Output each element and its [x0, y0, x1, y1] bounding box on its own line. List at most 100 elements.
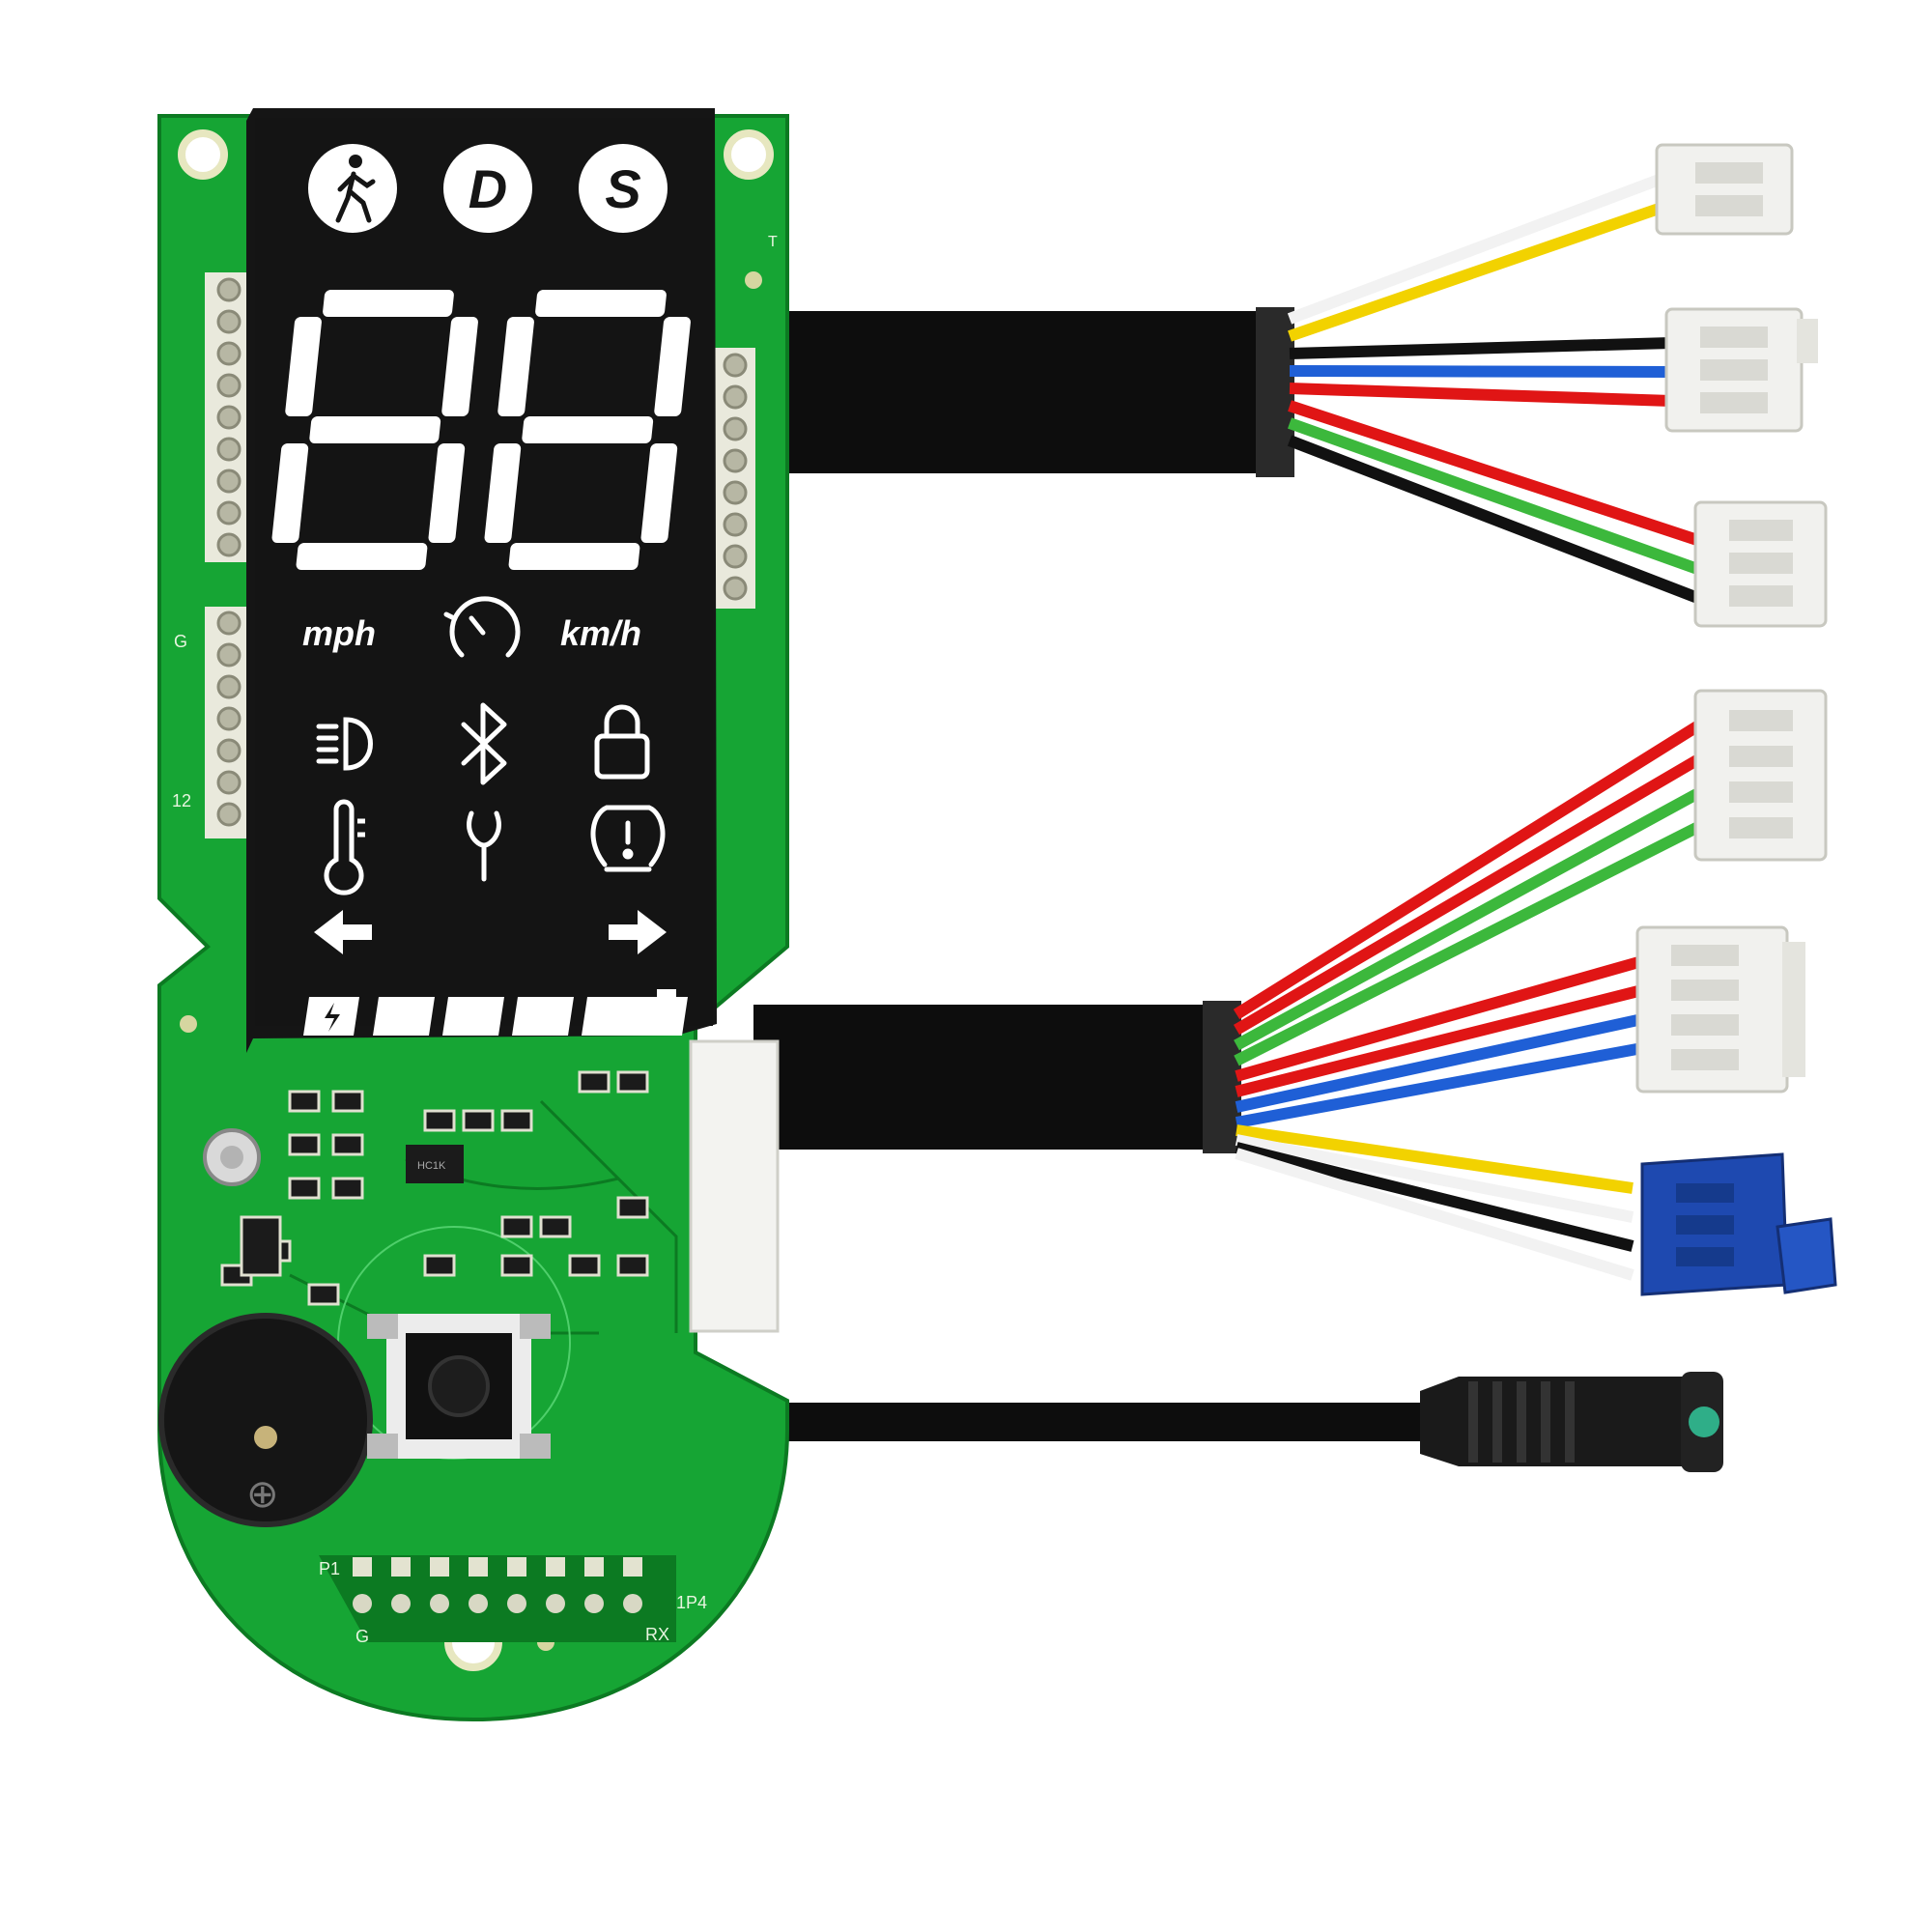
- header-pin: [723, 416, 748, 441]
- header-pin: [216, 738, 242, 763]
- test-pad: [353, 1594, 372, 1613]
- bluetooth-icon: [461, 702, 507, 785]
- digit-segment: [484, 443, 522, 543]
- smd-component: [462, 1109, 495, 1132]
- pcb-label-rx: RX: [645, 1625, 669, 1644]
- digit-segment: [441, 317, 478, 416]
- smd-component: [500, 1109, 533, 1132]
- smd-component: [423, 1109, 456, 1132]
- round-connector-pins: [1689, 1406, 1719, 1437]
- digit-segment: [654, 317, 691, 416]
- walking-person-icon: [335, 155, 376, 223]
- test-pad: [584, 1594, 604, 1613]
- smd-pad: [546, 1557, 565, 1577]
- smd-pad: [623, 1557, 642, 1577]
- smd-component: [616, 1254, 649, 1277]
- svg-text:⊕: ⊕: [246, 1473, 279, 1516]
- smd-component: [288, 1133, 321, 1156]
- push-button: [428, 1355, 490, 1417]
- smd-pad: [353, 1557, 372, 1577]
- header-pin: [723, 448, 748, 473]
- wrench-icon: [467, 810, 501, 882]
- test-pad: [391, 1594, 411, 1613]
- battery-segment: [442, 997, 504, 1036]
- battery-segment: [373, 997, 435, 1036]
- left-arrow-icon: [314, 910, 372, 954]
- smd-component: [616, 1196, 649, 1219]
- connector-white-2pin-a: [1655, 143, 1794, 236]
- pcb-label-1p4: 1P4: [676, 1593, 707, 1612]
- pcb-label-12: 12: [172, 791, 191, 810]
- mode-s-label: S: [605, 158, 640, 219]
- header-pin: [216, 674, 242, 699]
- mode-s-button: [579, 144, 668, 233]
- smd-component: [288, 1177, 321, 1200]
- speed-digits: [271, 290, 691, 570]
- thermometer-icon: [324, 799, 365, 895]
- chip-marking: HC1K: [417, 1160, 446, 1172]
- connector-white-3pin-a: [1664, 307, 1818, 433]
- header-pin: [723, 384, 748, 410]
- smd-component: [331, 1090, 364, 1113]
- smd-pad: [469, 1557, 488, 1577]
- header-pin: [723, 353, 748, 378]
- round-cable: [773, 1372, 1723, 1472]
- header-pin: [216, 469, 242, 494]
- smd-component: [500, 1254, 533, 1277]
- headlight-icon: [316, 717, 373, 771]
- battery-level-bar: [303, 989, 688, 1036]
- pcb-label-t: T: [768, 234, 778, 250]
- connector-white-4pin-a: [1693, 689, 1828, 862]
- digit-segment: [271, 443, 309, 543]
- smd-pad: [391, 1557, 411, 1577]
- header-pin: [723, 576, 748, 601]
- header-pin: [216, 611, 242, 636]
- mounting-hole: [724, 129, 774, 180]
- smd-component: [331, 1133, 364, 1156]
- digit-segment: [497, 317, 534, 416]
- smd-component: [423, 1254, 456, 1277]
- digit-segment: [522, 416, 654, 443]
- test-pad: [623, 1594, 642, 1613]
- smd-component: [331, 1177, 364, 1200]
- header-pin: [216, 341, 242, 366]
- smd-pad: [507, 1557, 526, 1577]
- unit-kmh: km/h: [560, 613, 641, 653]
- smd-component: [578, 1070, 611, 1094]
- digit-segment: [640, 443, 678, 543]
- lower-wire-harness: [753, 719, 1704, 1281]
- mode-walk-button: [308, 144, 397, 233]
- digit-segment: [296, 543, 428, 570]
- upper-wire-harness: [782, 173, 1703, 605]
- smd-pad: [584, 1557, 604, 1577]
- pcb-label-p1: P1: [319, 1559, 340, 1578]
- side-connector: [689, 1039, 780, 1333]
- header-pin: [216, 642, 242, 668]
- upper-cable-sheath: [782, 311, 1285, 473]
- battery-segment: [616, 989, 688, 1036]
- unit-mph: mph: [302, 613, 376, 653]
- connector-white-3pin-b: [1693, 500, 1828, 628]
- connector-white-4pin-b: [1635, 925, 1805, 1094]
- smd-pad: [430, 1557, 449, 1577]
- smd-component: [616, 1070, 649, 1094]
- speedometer-icon: [443, 596, 521, 658]
- header-pin: [723, 512, 748, 537]
- mounting-hole: [178, 129, 228, 180]
- header-pin: [723, 480, 748, 505]
- battery-segment: [512, 997, 574, 1036]
- lcd-display: D S mph km/h: [246, 108, 717, 1053]
- pcb-label-bottom-g: G: [355, 1627, 369, 1646]
- header-pin: [216, 802, 242, 827]
- header-pin: [216, 500, 242, 526]
- header-pins: [216, 277, 748, 827]
- transistor: [240, 1215, 282, 1277]
- header-pin: [216, 405, 242, 430]
- smd-component: [307, 1283, 340, 1306]
- right-arrow-icon: [609, 910, 667, 954]
- lower-cable-sheath: [753, 1005, 1227, 1150]
- header-pin: [216, 770, 242, 795]
- smd-component: [500, 1215, 533, 1238]
- smd-component: [568, 1254, 601, 1277]
